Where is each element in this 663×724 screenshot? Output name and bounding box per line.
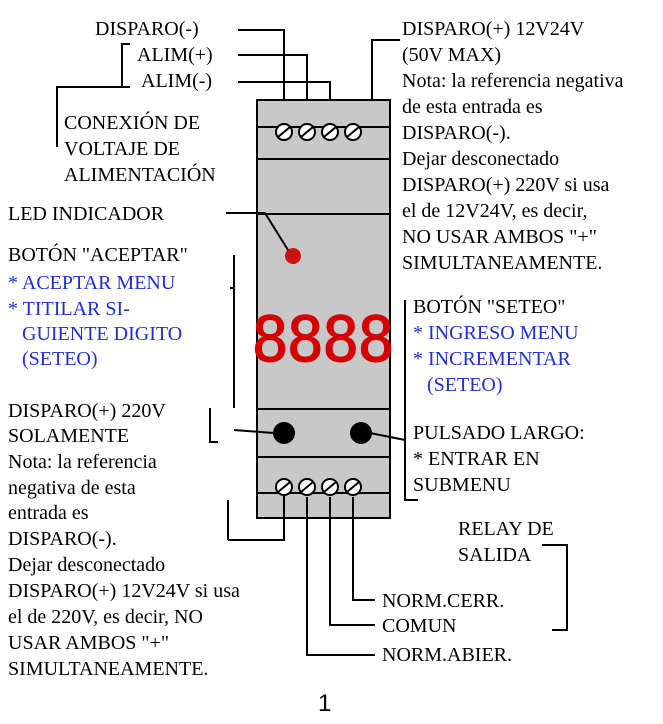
screw-terminal-icon: [298, 478, 316, 496]
seteo-item-2: * INCREMENTAR: [413, 348, 571, 370]
bottom-terminal-block: [275, 478, 362, 496]
screw-terminal-icon: [321, 123, 339, 141]
disparo220-line-6: DISPARO(-).: [8, 528, 117, 550]
disparo220-line-9: el de 220V, es decir, NO: [8, 606, 203, 628]
screw-terminal-icon: [344, 478, 362, 496]
aceptar-item-3: GUIENTE DIGITO: [22, 323, 183, 345]
disparo220-line-11: SIMULTANEAMENTE.: [8, 658, 209, 680]
seteo-item-1: * INGRESO MENU: [413, 322, 579, 344]
disparo12-line-3: Nota: la referencia negativa: [402, 70, 624, 92]
disparo220-line-4: negativa de esta: [8, 477, 136, 499]
label-disparo-neg: DISPARO(-): [95, 18, 199, 40]
aceptar-item-2: * TITILAR SI-: [8, 298, 130, 320]
disparo220-line-1: DISPARO(+) 220V: [8, 400, 166, 422]
disparo220-line-5: entrada es: [8, 502, 89, 524]
disparo220-line-2: SOLAMENTE: [8, 425, 130, 447]
screw-terminal-icon: [321, 478, 339, 496]
label-norm-cerr: NORM.CERR.: [382, 590, 505, 612]
pulsado-line-1: PULSADO LARGO:: [413, 422, 585, 444]
label-conexion-3: ALIMENTACIÓN: [64, 164, 216, 186]
accept-button-icon[interactable]: [273, 422, 295, 444]
screw-terminal-icon: [298, 123, 316, 141]
aceptar-item-4: (SETEO): [22, 348, 98, 370]
page-number: 1: [318, 690, 332, 717]
label-comun: COMUN: [382, 615, 457, 637]
disparo12-line-8: el de 12V24V, es decir,: [402, 200, 588, 222]
disparo12-line-7: DISPARO(+) 220V si usa: [402, 174, 610, 196]
seteo-item-3: (SETEO): [427, 374, 503, 396]
screw-terminal-icon: [275, 478, 293, 496]
label-conexion-2: VOLTAJE DE: [64, 138, 180, 160]
disparo12-line-2: (50V MAX): [402, 44, 502, 66]
disparo220-line-8: DISPARO(+) 12V24V si usa: [8, 580, 240, 602]
disparo12-line-4: de esta entrada es: [402, 96, 543, 118]
seven-segment-display: 8888: [251, 303, 392, 376]
relay-line-2: SALIDA: [458, 544, 532, 566]
pulsado-line-2: * ENTRAR EN: [413, 448, 540, 470]
label-seteo-title: BOTÓN "SETEO": [413, 296, 566, 318]
disparo220-line-3: Nota: la referencia: [8, 451, 157, 473]
disparo12-line-9: NO USAR AMBOS "+": [402, 226, 597, 248]
label-alim-neg: ALIM(-): [141, 70, 213, 92]
set-button-icon[interactable]: [350, 422, 372, 444]
label-aceptar-title: BOTÓN "ACEPTAR": [8, 244, 188, 266]
label-led-indicador: LED INDICADOR: [8, 203, 165, 225]
leader-lines: [56, 29, 568, 656]
disparo12-line-6: Dejar desconectado: [402, 148, 560, 170]
top-terminal-block: [275, 123, 362, 141]
led-indicator-icon: [285, 248, 301, 264]
label-conexion-1: CONEXIÓN DE: [64, 112, 201, 134]
disparo12-line-5: DISPARO(-).: [402, 122, 511, 144]
disparo220-line-10: USAR AMBOS "+": [8, 632, 169, 654]
screw-terminal-icon: [344, 123, 362, 141]
aceptar-item-1: * ACEPTAR MENU: [8, 272, 176, 294]
disparo12-line-10: SIMULTANEAMENTE.: [402, 252, 603, 274]
pulsado-line-3: SUBMENU: [413, 474, 511, 496]
disparo220-line-7: Dejar desconectado: [8, 554, 166, 576]
label-alim-pos: ALIM(+): [137, 44, 213, 66]
device-body: [256, 99, 391, 519]
screw-terminal-icon: [275, 123, 293, 141]
label-norm-abier: NORM.ABIER.: [382, 644, 513, 666]
relay-line-1: RELAY DE: [458, 518, 554, 540]
disparo12-line-1: DISPARO(+) 12V24V: [402, 18, 585, 40]
